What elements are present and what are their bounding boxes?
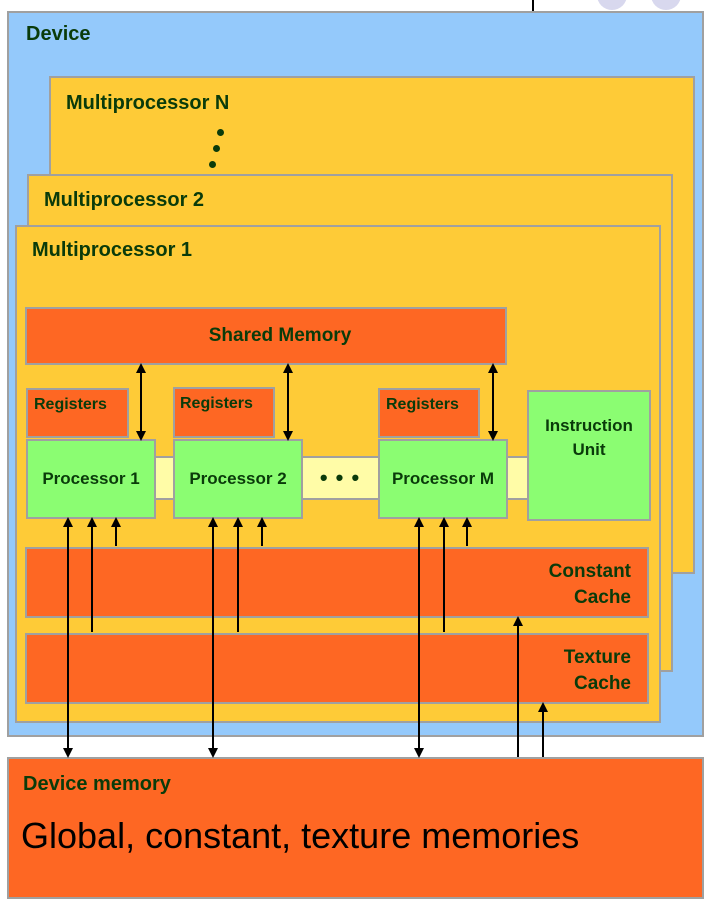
processor-1: Processor 1 xyxy=(26,439,156,519)
constant-cache-block: Constant Cache xyxy=(25,547,649,618)
device-memory-block: Device memory Global, constant, texture … xyxy=(7,757,704,899)
registers-label: Registers xyxy=(180,395,253,412)
constant-cache-line1: Constant xyxy=(548,561,631,582)
instruction-unit-line1: Instruction xyxy=(545,416,633,435)
processor-m: Processor M xyxy=(378,439,508,519)
multiprocessor-n-label: Multiprocessor N xyxy=(66,92,230,114)
registers-block-2: Registers xyxy=(173,387,275,438)
processor-ellipsis: • • • xyxy=(319,465,361,490)
instruction-unit-line2: Unit xyxy=(572,440,606,459)
registers-block-m: Registers xyxy=(378,388,480,438)
registers-block-1: Registers xyxy=(26,388,129,438)
ellipsis-dot xyxy=(217,129,224,136)
registers-label: Registers xyxy=(386,396,459,413)
processor-2-label: Processor 2 xyxy=(189,469,287,488)
registers-label: Registers xyxy=(34,396,107,413)
constant-cache-line2: Cache xyxy=(573,587,631,608)
device-label: Device xyxy=(26,23,91,45)
ellipsis-dot xyxy=(209,161,216,168)
multiprocessor-1-label: Multiprocessor 1 xyxy=(32,239,193,261)
shared-memory-block: Shared Memory xyxy=(25,307,507,365)
connector-line-top xyxy=(532,0,534,12)
processor-m-label: Processor M xyxy=(391,469,495,488)
processor-1-label: Processor 1 xyxy=(42,469,140,488)
device-memory-description: Global, constant, texture memories xyxy=(21,815,580,856)
texture-cache-line2: Cache xyxy=(573,673,631,694)
shared-memory-label: Shared Memory xyxy=(208,325,352,346)
decorative-circle xyxy=(597,0,627,10)
texture-cache-line1: Texture xyxy=(563,647,631,668)
decorative-circle xyxy=(651,0,681,10)
multiprocessor-2-label: Multiprocessor 2 xyxy=(44,189,205,211)
instruction-unit: Instruction Unit xyxy=(527,390,651,521)
ellipsis-dot xyxy=(213,145,220,152)
texture-cache-block: Texture Cache xyxy=(25,633,649,704)
device-memory-label: Device memory xyxy=(23,773,171,795)
